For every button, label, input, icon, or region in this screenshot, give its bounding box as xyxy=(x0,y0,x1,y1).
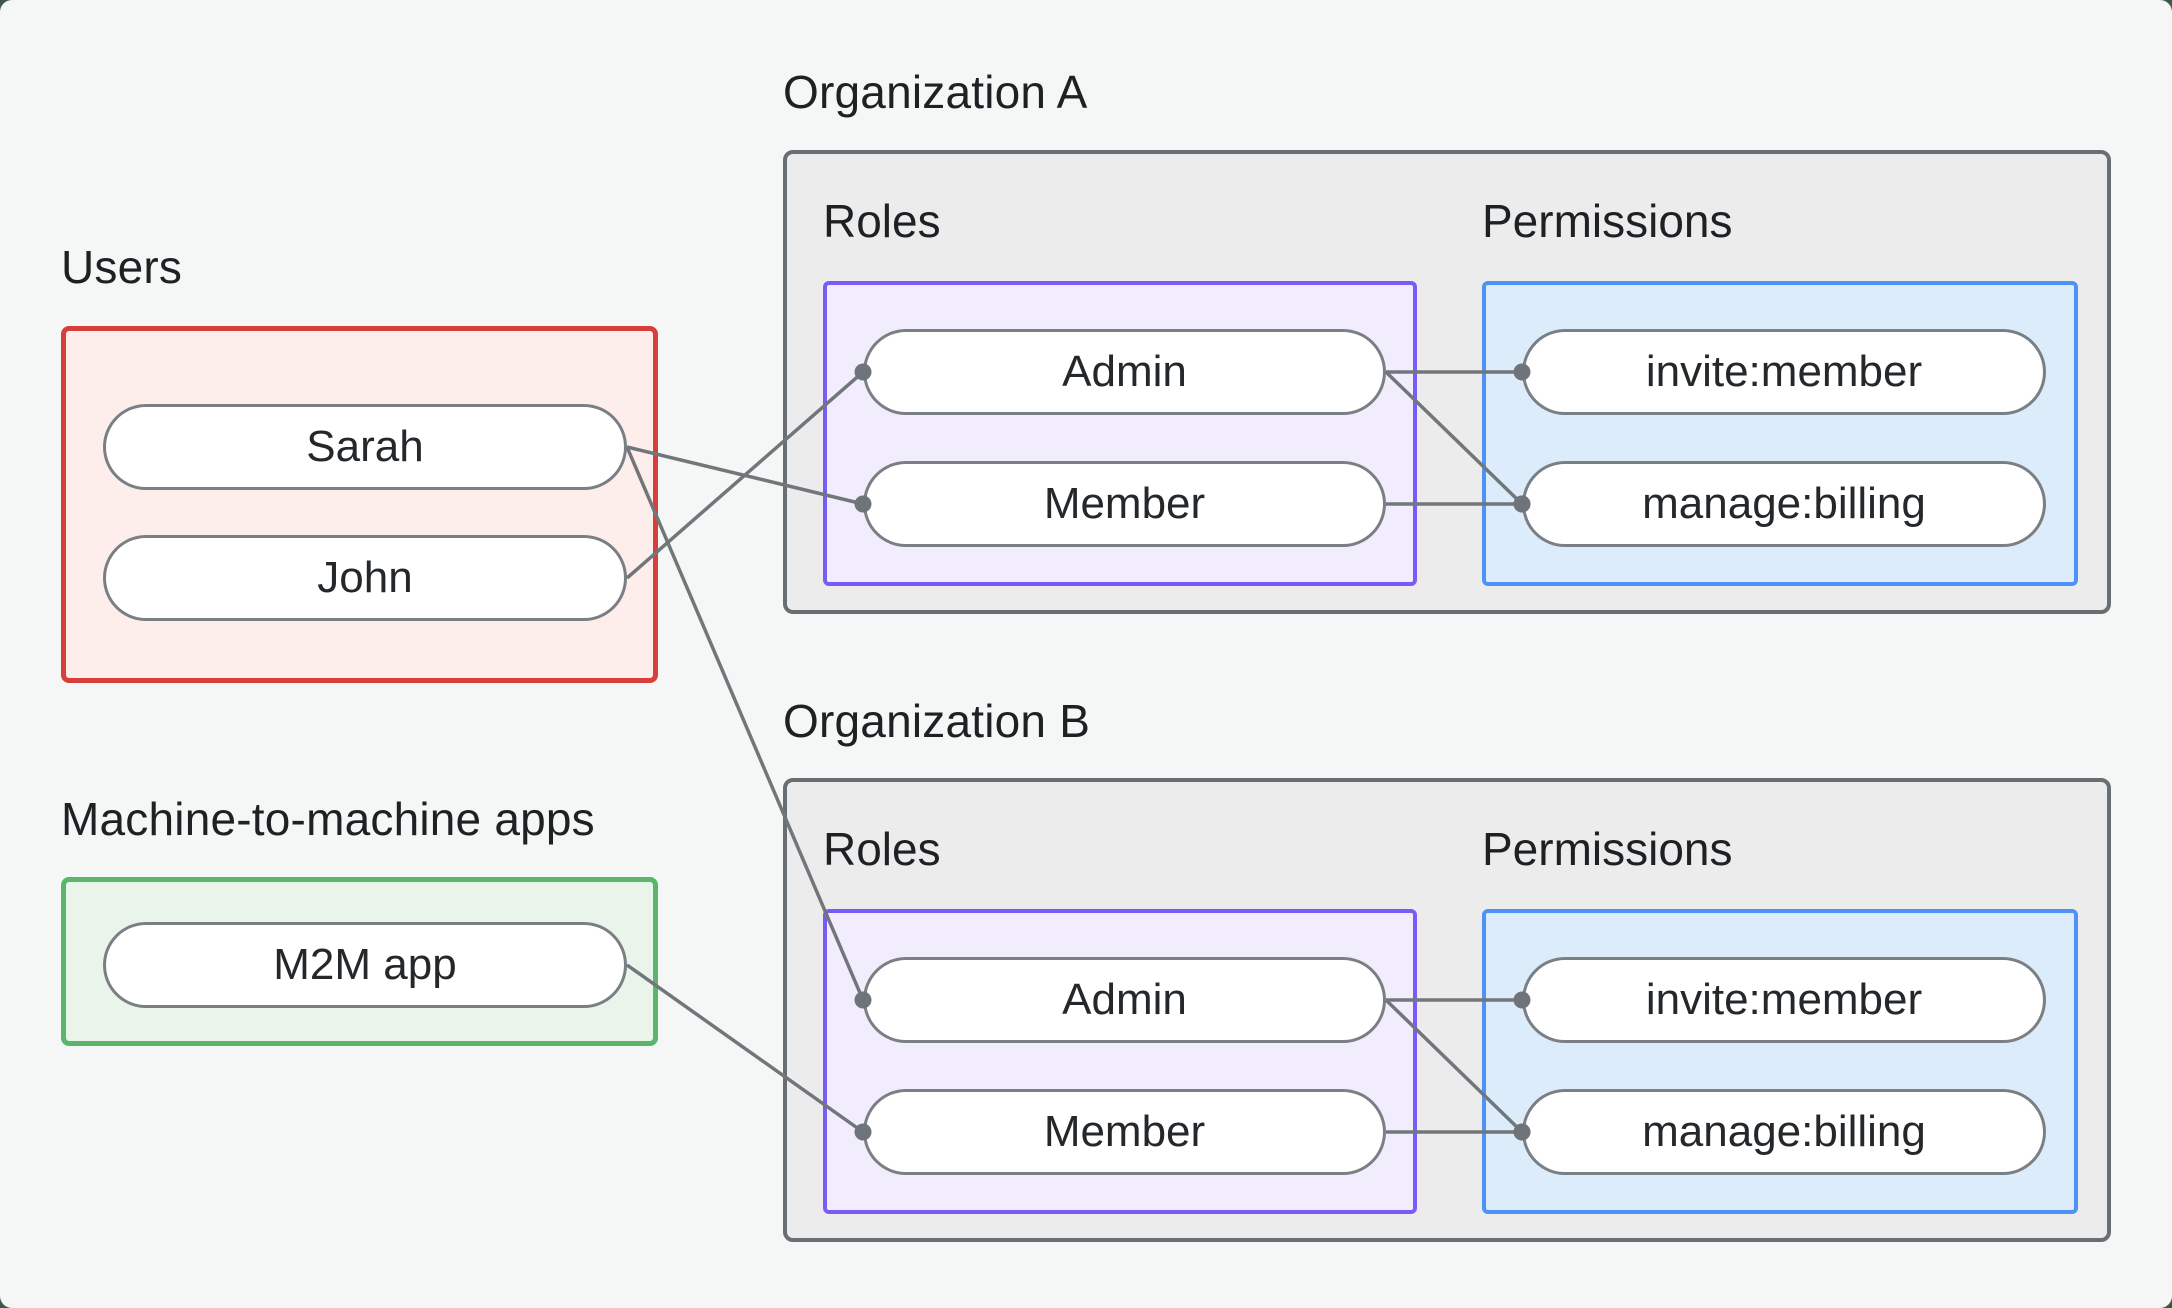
node-label: invite:member xyxy=(1645,347,1923,396)
node-label: manage:billing xyxy=(1642,1107,1926,1156)
node-label: manage:billing xyxy=(1642,479,1926,528)
node-label: Sarah xyxy=(306,422,424,471)
node-label: M2M app xyxy=(273,940,457,989)
permission-node-manage-billing: manage:billing xyxy=(1522,461,2046,547)
m2m-app-node: M2M app xyxy=(103,922,627,1008)
node-label: Member xyxy=(1043,1107,1206,1156)
user-node-john: John xyxy=(103,535,627,621)
roles-label: Roles xyxy=(823,823,941,875)
permissions-label: Permissions xyxy=(1482,823,1733,875)
roles-group-box: Admin Member xyxy=(823,281,1417,586)
role-node-member: Member xyxy=(863,461,1386,547)
permission-node-invite-member: invite:member xyxy=(1522,329,2046,415)
organization-a-title: Organization A xyxy=(783,66,1088,118)
node-label: invite:member xyxy=(1645,975,1923,1024)
permissions-group-box: invite:member manage:billing xyxy=(1482,909,2078,1214)
users-group-box: Sarah John xyxy=(61,326,658,683)
role-node-admin: Admin xyxy=(863,957,1386,1043)
permission-node-invite-member: invite:member xyxy=(1522,957,2046,1043)
organization-b-title: Organization B xyxy=(783,695,1091,747)
organization-b-box: Roles Admin Member Permissions invite:me… xyxy=(783,778,2111,1242)
node-label: Admin xyxy=(1062,975,1187,1024)
users-section-title: Users xyxy=(61,241,183,293)
node-label: John xyxy=(317,553,413,602)
roles-group-box: Admin Member xyxy=(823,909,1417,1214)
permissions-label: Permissions xyxy=(1482,195,1733,247)
node-label: Member xyxy=(1043,479,1206,528)
node-label: Admin xyxy=(1062,347,1187,396)
m2m-group-box: M2M app xyxy=(61,877,658,1046)
roles-label: Roles xyxy=(823,195,941,247)
user-node-sarah: Sarah xyxy=(103,404,627,490)
m2m-section-title: Machine-to-machine apps xyxy=(61,793,595,845)
organization-a-box: Roles Admin Member Permissions invite:me… xyxy=(783,150,2111,614)
role-node-admin: Admin xyxy=(863,329,1386,415)
role-node-member: Member xyxy=(863,1089,1386,1175)
permissions-group-box: invite:member manage:billing xyxy=(1482,281,2078,586)
permission-node-manage-billing: manage:billing xyxy=(1522,1089,2046,1175)
